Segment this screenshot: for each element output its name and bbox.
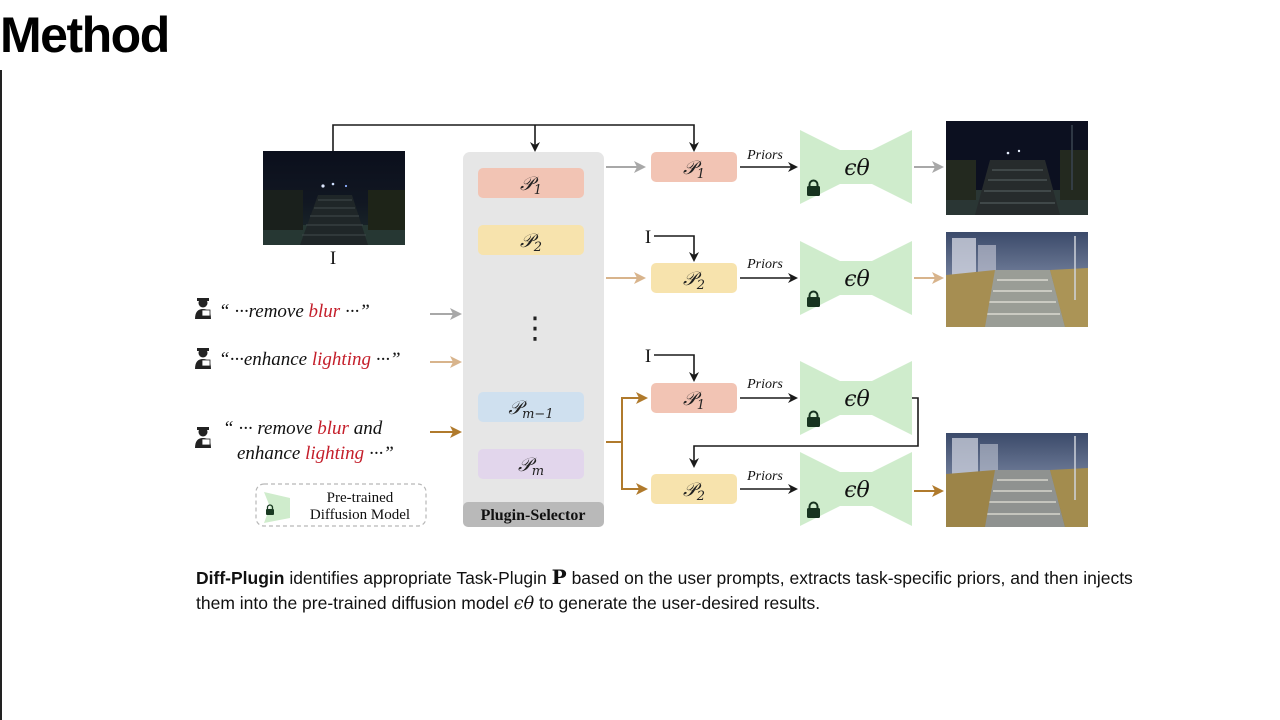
- svg-text:Priors: Priors: [746, 377, 783, 392]
- lock-icon: [807, 501, 820, 518]
- priors-labels: Priors Priors Priors Priors: [746, 148, 783, 484]
- selector-plugin-1: 𝒫1: [478, 168, 584, 198]
- output-image-combined: [946, 433, 1088, 527]
- selector-plugin-4: 𝒫m: [478, 449, 584, 479]
- epsilon-label: ϵθ: [844, 156, 870, 181]
- priors-arrows: [740, 162, 798, 494]
- selector-output-arrows: [606, 161, 648, 495]
- prompt-rows: “ ···remove blur ···” “···enhance lighti…: [195, 298, 462, 464]
- task-plugin-3: 𝒫1: [651, 383, 737, 413]
- chain-arrow: [689, 397, 919, 468]
- prompt-2: “···enhance lighting ···”: [219, 349, 401, 370]
- diffusion-model-1: ϵθ: [800, 130, 912, 204]
- caption-text-1: identifies appropriate Task-Plugin: [284, 568, 552, 588]
- input-image: [263, 151, 405, 245]
- selector-label: Plugin-Selector: [481, 507, 586, 524]
- ellipsis-dots: ⋮: [520, 311, 550, 346]
- epsilon-label: ϵθ: [844, 478, 870, 503]
- caption-text-2: based on the user prompts, extracts task…: [196, 568, 1133, 613]
- prompt-1: “ ···remove blur ···”: [219, 301, 370, 322]
- input-routing-arrows: [332, 124, 699, 152]
- svg-text:Priors: Priors: [746, 469, 783, 484]
- caption-name: Diff-Plugin: [196, 568, 285, 588]
- svg-text:Priors: Priors: [746, 148, 783, 163]
- output-image-enhanced: [946, 232, 1088, 327]
- task-plugin-2: 𝒫2: [651, 263, 737, 293]
- task-plugin-4: 𝒫2: [651, 474, 737, 504]
- legend-line1: Pre-trained: [327, 490, 394, 506]
- epsilon-label: ϵθ: [844, 267, 870, 292]
- output-arrows: [914, 161, 944, 497]
- output-image-deblur: [946, 121, 1088, 215]
- task-plugin-1: 𝒫1: [651, 152, 737, 182]
- selector-plugin-2: 𝒫2: [478, 225, 584, 255]
- legend: Pre-trained Diffusion Model: [255, 483, 427, 527]
- input-label-row3: I: [645, 346, 651, 367]
- user-icon: [195, 348, 211, 369]
- page-title: Method: [0, 7, 170, 63]
- svg-text:Priors: Priors: [746, 257, 783, 272]
- user-icon: [195, 298, 211, 319]
- caption-symbol-eps: ϵθ: [513, 594, 535, 614]
- diffusion-model-4: ϵθ: [800, 452, 912, 526]
- input-side-arrows: [654, 235, 699, 382]
- input-label-row2: I: [645, 227, 651, 248]
- epsilon-label: ϵθ: [844, 387, 870, 412]
- user-icon: [195, 427, 211, 448]
- lock-icon: [266, 504, 274, 515]
- legend-line2: Diffusion Model: [310, 507, 410, 523]
- prompt-3-line1: “ ··· remove blur and: [223, 418, 383, 439]
- figure-caption: Diff-Plugin identifies appropriate Task-…: [196, 565, 1176, 617]
- caption-symbol-p: P: [551, 565, 567, 589]
- slide-border: [0, 70, 2, 720]
- lock-icon: [807, 410, 820, 427]
- diffusion-model-2: ϵθ: [800, 241, 912, 315]
- prompt-3-line2: enhance lighting ···”: [237, 443, 394, 464]
- input-label: I: [330, 248, 336, 269]
- lock-icon: [807, 290, 820, 307]
- diffusion-models: ϵθ ϵθ ϵθ ϵθ: [800, 130, 912, 526]
- diffusion-model-3: ϵθ: [800, 361, 912, 435]
- caption-text-3: to generate the user-desired results.: [534, 593, 821, 613]
- selector-plugin-3: 𝒫m−1: [478, 392, 584, 422]
- lock-icon: [807, 179, 820, 196]
